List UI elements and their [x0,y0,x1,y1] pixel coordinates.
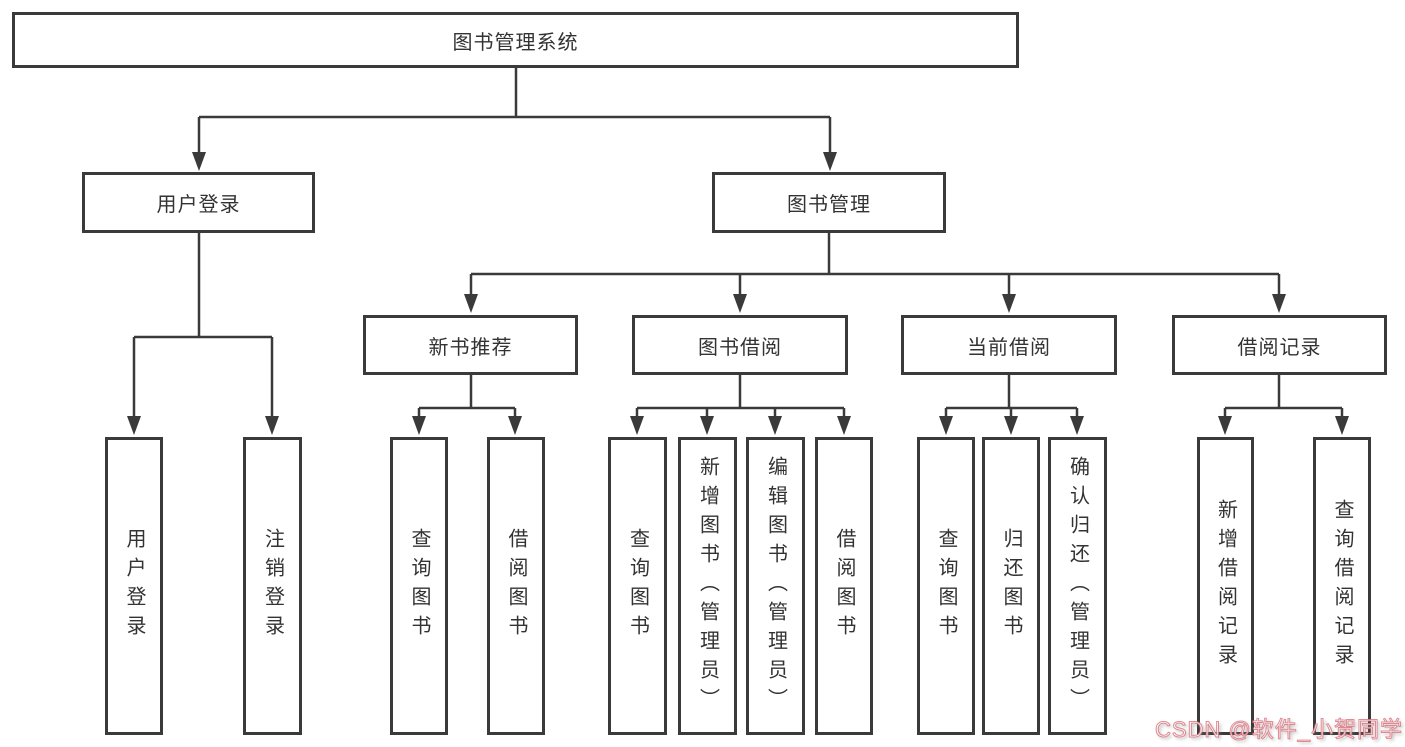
node-label: 借阅图书 [505,528,527,644]
node-label: 图书管理系统 [452,31,579,54]
connector-new-book-recommend [417,375,517,419]
leaf-borrow-books-recommend: 借阅图书 [487,437,545,735]
connector-borrow-records [1223,375,1344,419]
leaf-confirm-return-admin: 确认归还（管理员） [1048,437,1107,735]
node-label: 新增图书（管理员） [696,455,719,717]
node-library-management-system: 图书管理系统 [12,12,1019,68]
node-label: 借阅记录 [1237,336,1322,359]
node-label: 图书管理 [787,194,871,216]
node-label: 查询借阅记录 [1331,499,1353,673]
connector-current-borrow [944,375,1079,419]
leaf-add-book-admin: 新增图书（管理员） [678,437,737,735]
leaf-query-books-borrow: 查询图书 [608,437,667,735]
leaf-query-borrow-record: 查询借阅记录 [1313,437,1371,735]
leaf-query-books-current: 查询图书 [917,437,975,735]
leaf-borrow-books: 借阅图书 [815,437,873,735]
node-borrow-records: 借阅记录 [1172,315,1387,375]
node-label: 查询图书 [626,528,649,644]
node-label: 用户登录 [156,194,241,216]
node-label: 查询图书 [935,528,957,644]
node-label: 查询图书 [408,528,430,644]
node-label: 归还图书 [1000,528,1022,644]
leaf-query-books-recommend: 查询图书 [390,437,448,735]
arrowheads [127,152,1349,435]
node-book-borrow: 图书借阅 [632,315,848,375]
node-label: 新书推荐 [428,336,513,359]
node-user-login: 用户登录 [82,172,315,233]
leaf-logout: 注销登录 [243,437,302,735]
node-book-management: 图书管理 [712,172,946,233]
connector-book-management [469,233,1281,297]
node-label: 借阅图书 [833,528,855,644]
node-label: 图书借阅 [698,336,782,359]
node-label: 新增借阅记录 [1214,499,1237,673]
leaf-add-borrow-record: 新增借阅记录 [1197,437,1254,735]
connector-user-login [132,233,274,419]
node-label: 编辑图书（管理员） [764,455,787,717]
node-label: 确认归还（管理员） [1066,455,1089,717]
connector-book-borrow [635,375,846,419]
leaf-edit-book-admin: 编辑图书（管理员） [746,437,805,735]
node-new-book-recommend: 新书推荐 [363,315,578,375]
node-label: 用户登录 [123,528,145,644]
node-label: 注销登录 [261,528,284,644]
leaf-return-book: 归还图书 [982,437,1040,735]
connector-root [197,68,832,155]
leaf-user-login: 用户登录 [105,437,163,735]
node-label: 当前借阅 [967,336,1051,359]
watermark: CSDN @软件_小贺同学 [1154,717,1403,743]
node-current-borrow: 当前借阅 [901,315,1117,375]
